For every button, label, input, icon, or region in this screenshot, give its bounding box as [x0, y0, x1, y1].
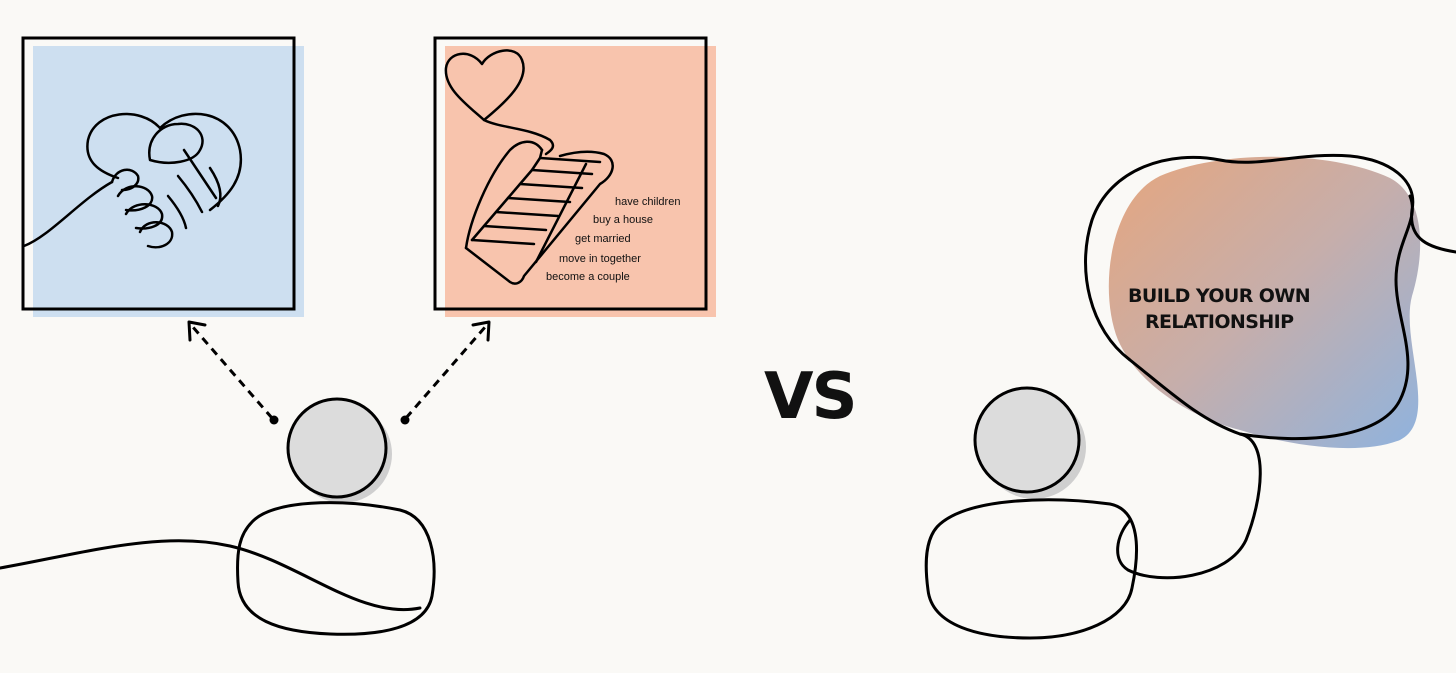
relationship-escalator-panel: have children buy a house get married mo…: [433, 36, 716, 317]
ground-line: [0, 539, 422, 611]
head: [286, 397, 388, 499]
handshake-heart-icon: [22, 112, 243, 249]
head: [973, 386, 1081, 494]
traditional-model-panel: [21, 36, 304, 317]
blob-outline: [1084, 153, 1456, 441]
step-label-get-married: get married: [575, 233, 631, 245]
choice-arrows: [187, 320, 491, 425]
step-label-move-in-together: move in together: [559, 253, 641, 265]
panel-frame: [21, 36, 296, 311]
blob-gradient: [1108, 156, 1421, 449]
step-label-buy-a-house: buy a house: [593, 214, 653, 226]
blob-title-line1: BUILD YOUR OWN: [1128, 285, 1310, 307]
right-person: [924, 386, 1138, 640]
custom-relationship-blob: BUILD YOUR OWN RELATIONSHIP: [1084, 153, 1456, 580]
panel-shadow-blue: [33, 46, 304, 317]
connector-line: [1116, 432, 1262, 580]
body: [236, 501, 436, 636]
vs-label: VS: [764, 360, 856, 434]
body: [924, 498, 1138, 640]
heart-balloon-staircase-icon: [444, 49, 614, 285]
step-label-have-children: have children: [615, 196, 680, 208]
left-person: [0, 397, 436, 636]
step-label-become-a-couple: become a couple: [546, 271, 630, 283]
blob-title-line2: RELATIONSHIP: [1145, 311, 1294, 333]
panel-frame: [433, 36, 708, 311]
arrow-to-escalator: [400, 320, 491, 425]
arrow-to-traditional: [187, 320, 279, 425]
